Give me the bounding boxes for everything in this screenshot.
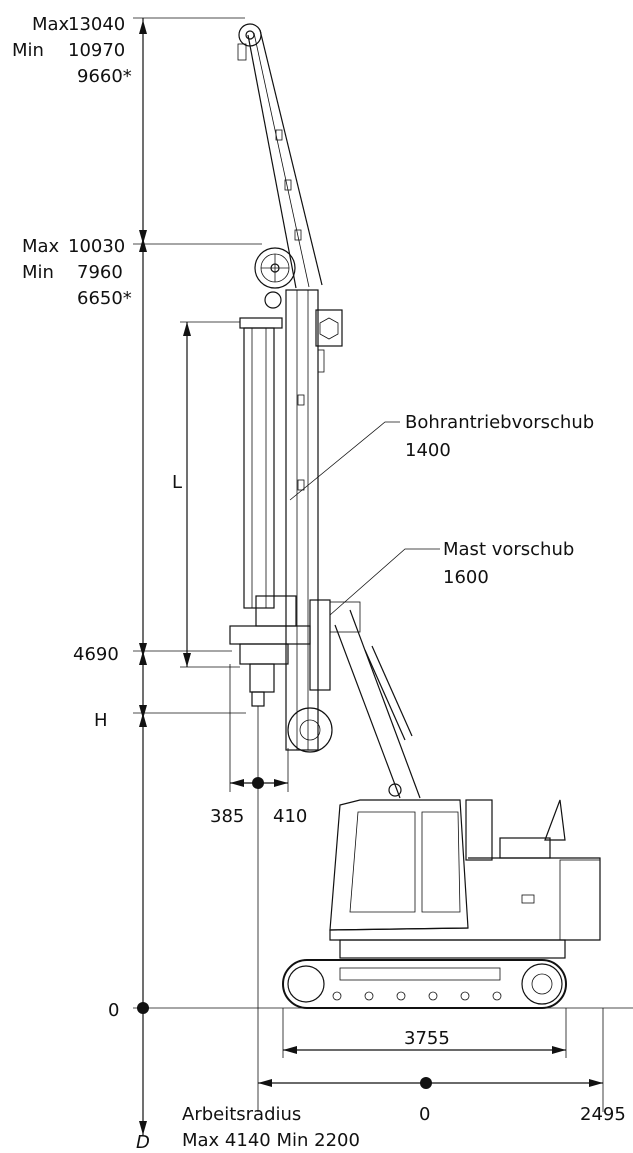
top-max-label: Max <box>32 14 70 35</box>
d-label: D <box>136 1132 150 1153</box>
top-sheave-icon <box>237 23 262 61</box>
left-vertical-dimension <box>133 17 633 1135</box>
l-dimension <box>180 321 240 668</box>
callout-leaders <box>289 421 440 616</box>
middle-alt-value: 6650* <box>77 288 132 309</box>
h-label: H <box>94 710 108 731</box>
value-4690: 4690 <box>73 644 119 665</box>
head-dim-right: 410 <box>273 806 307 827</box>
head-dim-left: 385 <box>210 806 244 827</box>
middle-min-value: 7960 <box>77 262 123 283</box>
track-length: 3755 <box>404 1028 450 1049</box>
top-max-value: 13040 <box>68 14 125 35</box>
middle-sheave-icon <box>254 247 296 309</box>
arbeitsradius-label: Arbeitsradius <box>182 1104 301 1125</box>
bohr-value: 1400 <box>405 440 451 461</box>
radius-values: Max 4140 Min 2200 <box>182 1130 360 1151</box>
middle-max-label: Max <box>22 236 60 257</box>
middle-max-value: 10030 <box>68 236 125 257</box>
boom-arm <box>329 601 421 799</box>
right-value: 2495 <box>580 1104 626 1125</box>
middle-min-label: Min <box>22 262 54 283</box>
l-label: L <box>172 472 182 493</box>
center-zero: 0 <box>419 1104 430 1125</box>
top-alt-value: 9660* <box>77 66 132 87</box>
top-min-label: Min <box>12 40 44 61</box>
mast-title: Mast vorschub <box>443 539 574 560</box>
head-dimension <box>229 664 289 1112</box>
top-min-value: 10970 <box>68 40 125 61</box>
zero-label: 0 <box>108 1000 119 1021</box>
bohr-title: Bohrantriebvorschub <box>405 412 594 433</box>
mast-value: 1600 <box>443 567 489 588</box>
bottom-dimensions <box>258 1008 604 1112</box>
mast <box>229 23 343 753</box>
excavator-body <box>282 799 601 1009</box>
